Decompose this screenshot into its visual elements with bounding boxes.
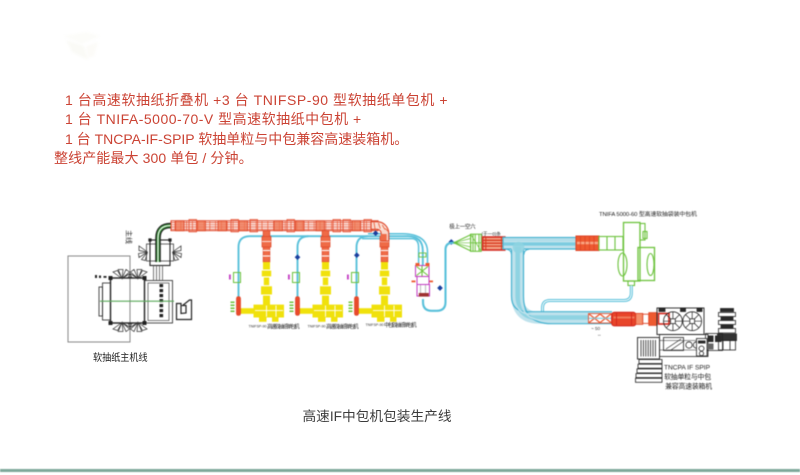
svg-text:极上一空六: 极上一空六 — [449, 222, 476, 230]
svg-text:↔: ↔ — [597, 332, 602, 337]
svg-text:TNIFSP-90: TNIFSP-90 — [249, 324, 267, 328]
svg-text:TNIFSP-90: TNIFSP-90 — [308, 324, 326, 328]
svg-text:兼容高速装箱机: 兼容高速装箱机 — [665, 382, 712, 391]
svg-text:高速软抽纸单包机: 高速软抽纸单包机 — [326, 322, 359, 330]
svg-text:TNCPA IF SPIP: TNCPA IF SPIP — [664, 365, 711, 372]
svg-text:软抽单粒与中包: 软抽单粒与中包 — [664, 372, 711, 381]
svg-text:TNIFSP-90: TNIFSP-90 — [366, 323, 384, 327]
svg-text:~ 50: ~ 50 — [591, 326, 601, 331]
svg-text:TNIFA 5000-60 型高速软抽袋装中包机: TNIFA 5000-60 型高速软抽袋装中包机 — [599, 210, 697, 218]
svg-text:主线: 主线 — [125, 230, 134, 244]
svg-text:高速软抽纸单包机: 高速软抽纸单包机 — [267, 322, 300, 330]
svg-text:(于一0)条: (于一0)条 — [482, 230, 502, 236]
svg-text:中包软抽纸单包机: 中包软抽纸单包机 — [384, 321, 417, 329]
